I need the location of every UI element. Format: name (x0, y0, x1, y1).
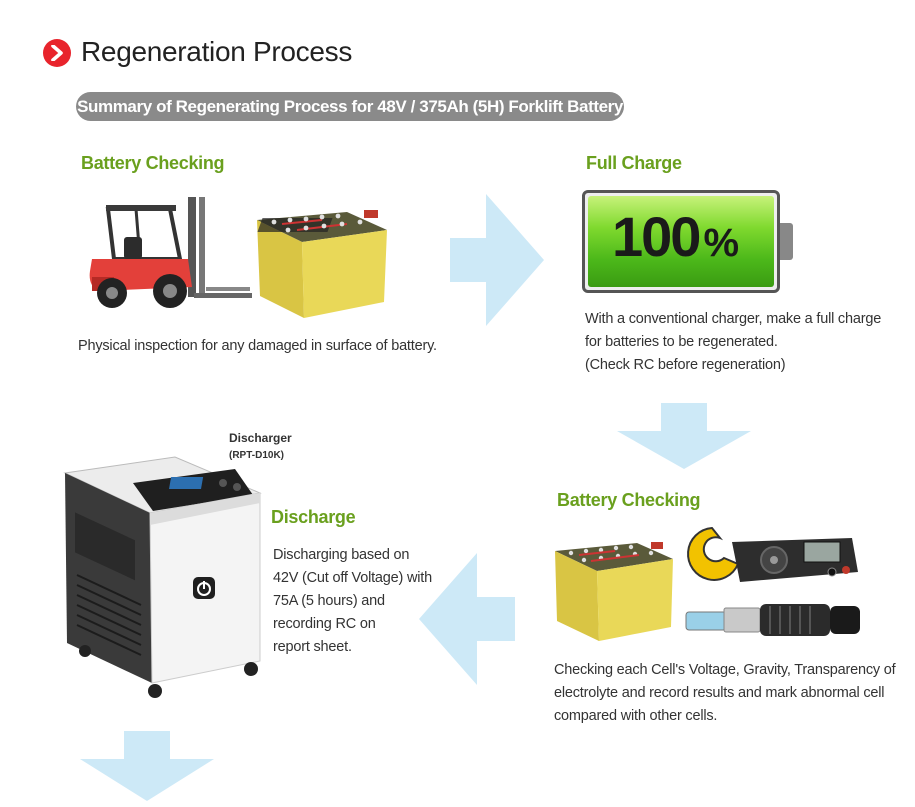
summary-banner: Summary of Regenerating Process for 48V … (76, 92, 624, 121)
battery-full-icon: 100% (582, 190, 793, 293)
battery-image (257, 210, 387, 318)
full-charge-heading: Full Charge (586, 153, 682, 173)
clamp-meter-image (687, 526, 858, 582)
refractometer-image (685, 604, 860, 636)
battery-image (555, 542, 673, 641)
arrow-down-icon (80, 731, 214, 801)
discharger-label: Discharger (RPT-D10K) (229, 431, 292, 461)
page-title: Regeneration Process (81, 36, 353, 67)
battery-checking-description: Physical inspection for any damaged in s… (78, 338, 437, 354)
full-charge-description: With a conventional charger, make a full… (585, 311, 882, 373)
arrow-down-icon (617, 403, 751, 469)
battery-checking-heading: Battery Checking (81, 153, 225, 173)
arrow-left-icon (419, 553, 515, 685)
discharge-heading: Discharge (271, 507, 356, 527)
forklift-image (89, 197, 252, 308)
discharger-machine-image (63, 456, 262, 698)
chevron-right-icon (43, 39, 71, 67)
discharge-description: Discharging based on 42V (Cut off Voltag… (273, 547, 432, 655)
battery-unit: % (703, 221, 739, 265)
battery-level: 100 (612, 205, 701, 268)
battery-checking-2-heading: Battery Checking (557, 490, 701, 510)
battery-checking-2-description: Checking each Cell's Voltage, Gravity, T… (554, 662, 896, 724)
arrow-right-icon (450, 194, 544, 326)
